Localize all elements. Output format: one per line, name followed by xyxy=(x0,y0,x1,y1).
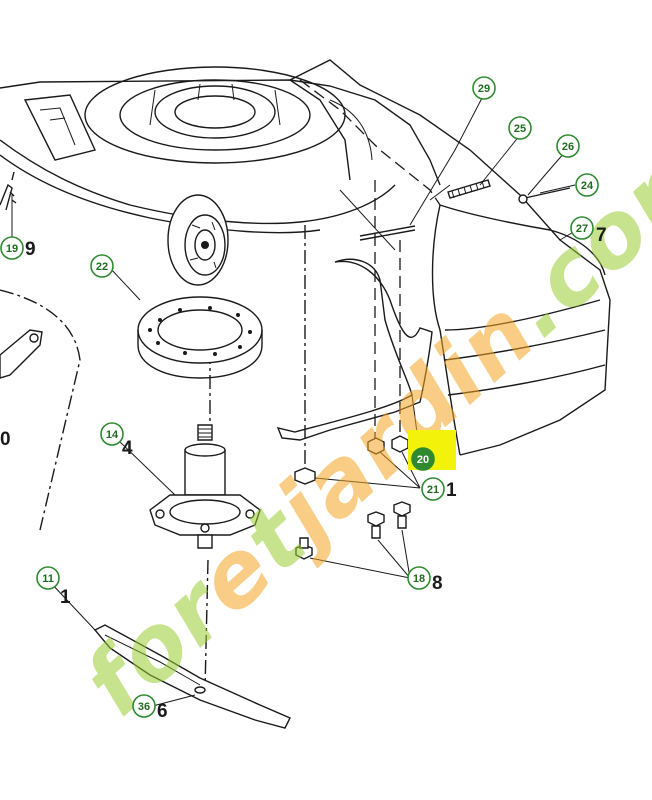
svg-text:36: 36 xyxy=(138,701,150,713)
callout-11[interactable]: 11 xyxy=(36,566,60,590)
spacer-ring xyxy=(137,296,263,379)
svg-text:20: 20 xyxy=(417,454,429,466)
spring-and-pin xyxy=(359,179,571,241)
callout-21[interactable]: 21 xyxy=(421,477,445,501)
svg-text:18: 18 xyxy=(413,573,425,585)
svg-text:19: 19 xyxy=(6,243,18,255)
svg-text:24: 24 xyxy=(581,180,594,192)
callout-14[interactable]: 14 xyxy=(100,422,124,446)
callout-19[interactable]: 19 xyxy=(0,236,24,260)
callout-21-suffix: 1 xyxy=(446,480,457,501)
deck-wheel xyxy=(167,194,229,286)
left-bracket xyxy=(0,171,43,379)
callout-11-suffix: 1 xyxy=(60,587,71,608)
svg-text:21: 21 xyxy=(427,484,439,496)
svg-text:11: 11 xyxy=(42,573,54,585)
callout-18-suffix: 8 xyxy=(432,573,443,594)
callout-36[interactable]: 36 xyxy=(132,694,156,718)
callout-18[interactable]: 18 xyxy=(407,566,431,590)
watermark: foretjardin.com xyxy=(64,111,652,736)
mower-deck-housing xyxy=(0,66,441,234)
deflector-bracket xyxy=(276,258,433,441)
hardware-nuts-bolts xyxy=(294,435,411,560)
svg-text:27: 27 xyxy=(576,223,588,235)
callout-22[interactable]: 22 xyxy=(90,254,114,278)
callout-27[interactable]: 27 xyxy=(570,216,594,240)
callout-26[interactable]: 26 xyxy=(556,134,580,158)
callout-20[interactable]: 20 xyxy=(411,447,435,471)
callout-24[interactable]: 24 xyxy=(575,173,599,197)
callout-19-suffix: 9 xyxy=(25,239,36,260)
callout-14-suffix: 4 xyxy=(122,438,133,459)
callout-25[interactable]: 25 xyxy=(508,116,532,140)
callout-36-suffix: 6 xyxy=(157,701,168,722)
svg-text:14: 14 xyxy=(106,429,119,441)
svg-text:22: 22 xyxy=(96,261,108,273)
svg-text:29: 29 xyxy=(478,83,490,95)
mower-blade xyxy=(93,624,291,729)
spindle-assembly xyxy=(149,424,261,549)
svg-text:26: 26 xyxy=(562,141,574,153)
callout-27-suffix: 7 xyxy=(596,225,607,246)
discharge-chute xyxy=(289,59,611,456)
svg-text:25: 25 xyxy=(514,123,526,135)
assembly-lines xyxy=(0,79,451,691)
callout-29[interactable]: 29 xyxy=(472,76,496,100)
svg-text:foretjardin.com: foretjardin.com xyxy=(64,111,652,736)
left-edge-label: 0 xyxy=(0,429,11,450)
